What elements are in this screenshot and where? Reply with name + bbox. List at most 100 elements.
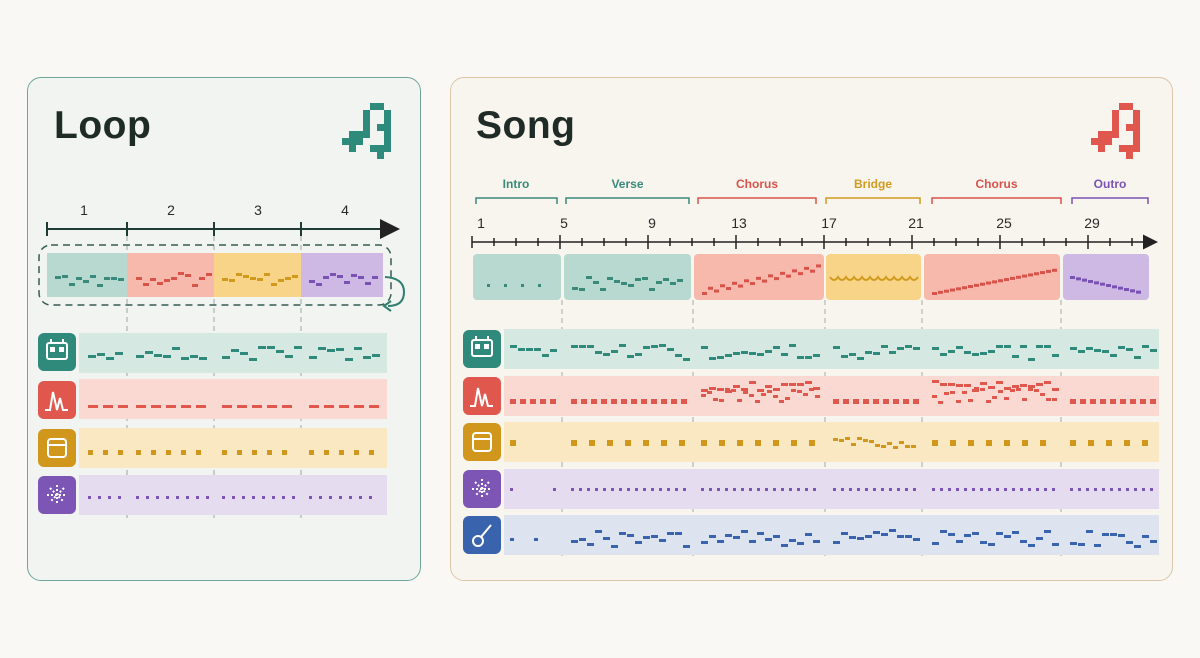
- note-mark: [816, 264, 821, 268]
- note-mark: [595, 530, 602, 533]
- note-mark: [932, 347, 939, 350]
- note-mark: [164, 279, 170, 282]
- note-mark: [962, 286, 967, 290]
- note-mark: [986, 281, 991, 285]
- loop-bar-number: 4: [341, 202, 349, 218]
- note-mark: [1046, 398, 1051, 401]
- note-mark: [755, 400, 760, 403]
- note-mark: [196, 450, 201, 455]
- note-mark: [1012, 531, 1019, 534]
- note-mark: [741, 388, 748, 391]
- note-mark: [756, 276, 761, 280]
- note-mark: [1118, 346, 1125, 349]
- note-mark: [242, 496, 245, 499]
- note-mark: [1028, 273, 1033, 277]
- note-mark: [810, 269, 815, 273]
- note-mark: [853, 399, 859, 404]
- note-mark: [97, 284, 103, 287]
- note-mark: [1052, 388, 1059, 391]
- note-mark: [781, 353, 788, 356]
- waveform-icon: [463, 377, 501, 415]
- note-mark: [805, 356, 812, 359]
- note-mark: [625, 440, 631, 446]
- note-mark: [487, 284, 490, 287]
- note-mark: [579, 345, 586, 348]
- note-mark: [157, 282, 163, 285]
- note-mark: [222, 278, 228, 281]
- note-mark: [103, 450, 108, 455]
- note-mark: [282, 496, 285, 499]
- note-mark: [789, 539, 796, 542]
- note-mark: [773, 488, 776, 491]
- note-mark: [252, 405, 262, 408]
- note-mark: [709, 488, 712, 491]
- note-mark: [222, 356, 230, 359]
- note-mark: [725, 390, 732, 393]
- note-mark: [369, 405, 379, 408]
- note-mark: [839, 439, 844, 442]
- note-mark: [83, 280, 89, 283]
- note-mark: [258, 346, 266, 349]
- note-mark: [849, 353, 856, 356]
- note-mark: [789, 488, 792, 491]
- note-mark: [789, 383, 796, 386]
- note-mark: [176, 496, 179, 499]
- note-mark: [337, 275, 343, 278]
- note-mark: [98, 496, 101, 499]
- note-mark: [1142, 535, 1149, 538]
- note-mark: [76, 277, 82, 280]
- note-mark: [1094, 544, 1101, 547]
- note-mark: [282, 405, 292, 408]
- note-mark: [719, 399, 724, 402]
- note-mark: [236, 273, 242, 276]
- note-mark: [1028, 388, 1033, 391]
- note-mark: [881, 488, 884, 491]
- note-mark: [738, 284, 743, 288]
- note-mark: [587, 543, 594, 546]
- note-mark: [980, 352, 987, 355]
- note-mark: [733, 488, 736, 491]
- note-mark: [765, 538, 772, 541]
- note-mark: [641, 399, 647, 404]
- note-mark: [857, 357, 864, 360]
- note-mark: [785, 397, 790, 400]
- note-mark: [833, 438, 838, 441]
- note-mark: [813, 540, 820, 543]
- song-timeline-axis: [471, 234, 1158, 250]
- loop-return-arrow: [384, 276, 406, 307]
- note-mark: [611, 399, 617, 404]
- note-mark: [863, 439, 868, 442]
- note-mark: [1100, 282, 1105, 286]
- note-mark: [773, 535, 780, 538]
- note-mark: [732, 281, 737, 285]
- note-mark: [1130, 399, 1136, 404]
- note-mark: [1106, 440, 1112, 446]
- note-mark: [538, 284, 541, 287]
- note-mark: [571, 345, 578, 348]
- loop-track-lanes: [79, 333, 387, 515]
- note-mark: [156, 496, 159, 499]
- note-mark: [1012, 355, 1019, 358]
- note-mark: [815, 395, 820, 398]
- note-mark: [667, 488, 670, 491]
- note-mark: [833, 399, 839, 404]
- note-mark: [889, 529, 896, 532]
- note-mark: [948, 533, 955, 536]
- note-mark: [643, 488, 646, 491]
- note-patterns: [55, 264, 1157, 548]
- note-mark: [883, 399, 889, 404]
- note-mark: [1070, 347, 1077, 350]
- note-mark: [726, 287, 731, 291]
- note-mark: [996, 532, 1003, 535]
- note-mark: [262, 496, 265, 499]
- note-mark: [940, 530, 947, 533]
- note-mark: [701, 389, 708, 392]
- note-mark: [510, 488, 513, 491]
- note-mark: [956, 346, 963, 349]
- note-mark: [849, 536, 856, 539]
- waveform-icon: [38, 381, 76, 419]
- note-mark: [587, 488, 590, 491]
- note-mark: [757, 532, 764, 535]
- note-mark: [136, 355, 144, 358]
- note-mark: [913, 399, 919, 404]
